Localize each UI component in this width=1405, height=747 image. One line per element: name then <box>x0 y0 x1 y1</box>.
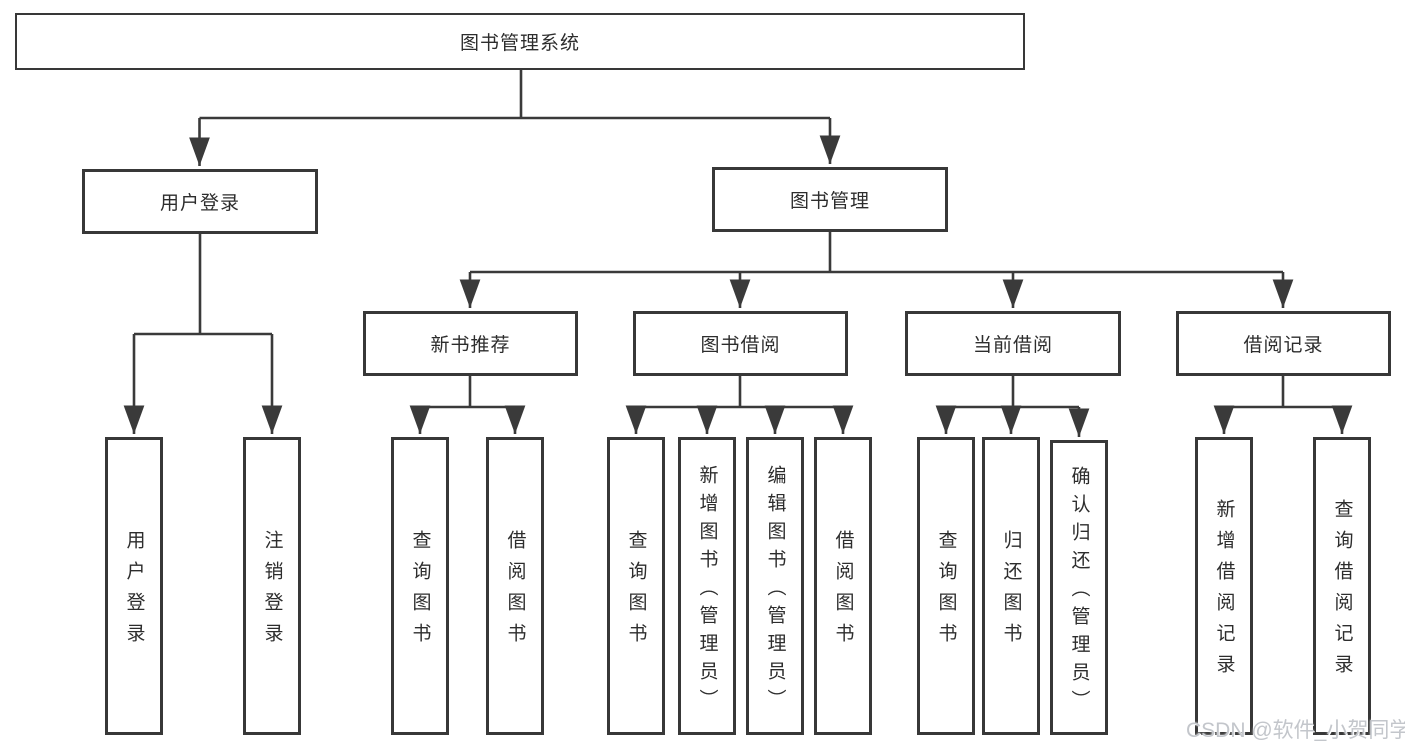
leaf-label: 新增图书（管理员） <box>696 464 718 717</box>
leaf-user-login: 用户登录 <box>105 437 163 735</box>
leaf-return-books: 归还图书 <box>982 437 1040 735</box>
node-user-login: 用户登录 <box>82 169 318 234</box>
watermark: CSDN @软件_小贺同学 <box>1186 719 1405 742</box>
leaf-label: 查询图书 <box>935 530 957 654</box>
leaf-confirm-return-admin: 确认归还（管理员） <box>1050 440 1108 735</box>
leaf-label: 借阅图书 <box>832 530 854 654</box>
leaf-label: 借阅图书 <box>504 530 526 654</box>
node-root: 图书管理系统 <box>15 13 1025 70</box>
node-borrow-records: 借阅记录 <box>1176 311 1391 376</box>
leaf-add-book-admin: 新增图书（管理员） <box>678 437 736 735</box>
leaf-edit-book-admin: 编辑图书（管理员） <box>746 437 804 735</box>
leaf-label: 新增借阅记录 <box>1213 499 1235 685</box>
leaf-add-borrow-record: 新增借阅记录 <box>1195 437 1253 735</box>
leaf-query-books-3: 查询图书 <box>917 437 975 735</box>
leaf-borrow-books-2: 借阅图书 <box>814 437 872 735</box>
leaf-label: 归还图书 <box>1000 530 1022 654</box>
leaf-label: 注销登录 <box>261 530 283 654</box>
node-book-borrow: 图书借阅 <box>633 311 848 376</box>
leaf-label: 查询借阅记录 <box>1331 499 1353 685</box>
leaf-query-books-2: 查询图书 <box>607 437 665 735</box>
leaf-query-borrow-record: 查询借阅记录 <box>1313 437 1371 735</box>
leaf-query-books-1: 查询图书 <box>391 437 449 735</box>
node-book-management: 图书管理 <box>712 167 948 232</box>
leaf-logout-login: 注销登录 <box>243 437 301 735</box>
leaf-label: 查询图书 <box>409 530 431 654</box>
leaf-borrow-books-1: 借阅图书 <box>486 437 544 735</box>
node-current-borrow: 当前借阅 <box>905 311 1121 376</box>
leaf-label: 查询图书 <box>625 530 647 654</box>
leaf-label: 用户登录 <box>123 530 145 654</box>
leaf-label: 确认归还（管理员） <box>1068 466 1090 718</box>
node-new-book-recommend: 新书推荐 <box>363 311 578 376</box>
leaf-label: 编辑图书（管理员） <box>764 464 786 717</box>
